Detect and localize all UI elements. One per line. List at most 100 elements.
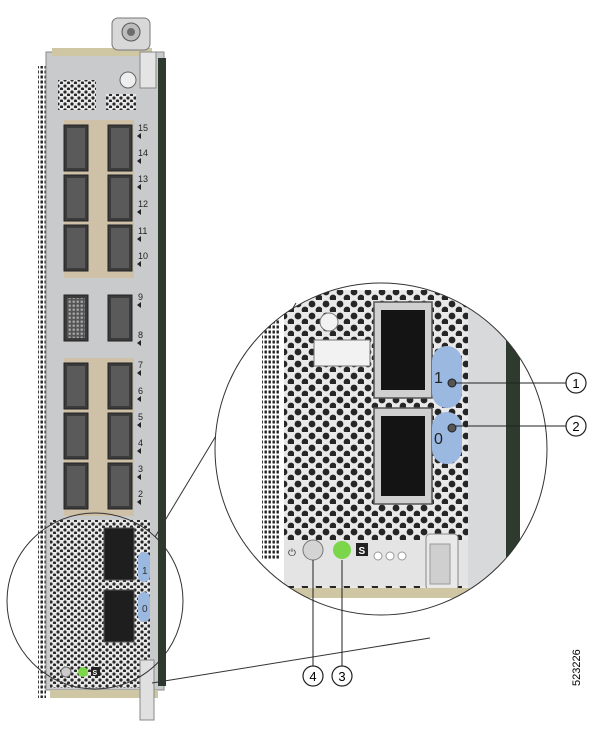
port-cage-6-0: [63, 462, 89, 510]
callout-1-number: 1: [572, 376, 579, 391]
port-indicator-10: [137, 261, 141, 267]
port-0-small-highlight: [138, 592, 150, 622]
port-label-5: 5: [138, 412, 143, 422]
small-port-label-0: 0: [142, 604, 148, 615]
port-label-6: 6: [138, 386, 143, 396]
port-cage-5-0: [63, 412, 89, 460]
port-cage-6-1: [107, 462, 133, 510]
port-cage-1-1: [107, 174, 133, 222]
port-1-led: [447, 378, 457, 388]
callout-3-circle: [331, 665, 353, 687]
vent-strip: [38, 66, 46, 698]
small-s-label: S: [93, 670, 98, 677]
zoom-magnifier-circle: [214, 282, 548, 616]
zoom-dot-c: [397, 551, 407, 561]
zoom-port-1: [381, 310, 425, 390]
port-cage-0-0: [63, 124, 89, 172]
port-cage-2-1: [107, 224, 133, 272]
port-label-3: 3: [138, 464, 143, 474]
callout-3-number: 3: [338, 669, 345, 684]
callout-2-number: 2: [572, 419, 579, 434]
s-label: S: [359, 546, 366, 557]
port-label-13: 13: [138, 174, 148, 184]
port-indicator-4: [137, 448, 141, 454]
zoom-vent-strip: [262, 310, 280, 560]
s-label-bg: [356, 543, 368, 556]
small-status-led: [78, 667, 88, 677]
port-1-highlight: [432, 346, 462, 408]
port-indicator-8: [137, 340, 141, 346]
port-indicator-13: [137, 184, 141, 190]
zoom-latch: [313, 339, 371, 367]
port-indicator-9: [137, 302, 141, 308]
port-indicator-7: [137, 370, 141, 376]
port-cage-2-0: [63, 224, 89, 272]
port-label-2: 2: [138, 489, 143, 499]
port-cage-0-1: [107, 124, 133, 172]
port-label-11: 11: [138, 226, 147, 236]
status-led: [333, 541, 351, 559]
port-indicator-5: [137, 422, 141, 428]
port-indicator-15: [137, 133, 141, 139]
bottom-strip: [50, 690, 158, 698]
port-cage-5-1: [107, 412, 133, 460]
port-1-small: [103, 527, 135, 581]
small-magnifier-circle: [6, 512, 184, 690]
figure-id: 523226: [571, 649, 583, 686]
ejector-bottom: [139, 659, 155, 721]
port-indicator-11: [137, 236, 141, 242]
port-label-9: 9: [138, 292, 143, 302]
port-label-8: 8: [138, 330, 143, 340]
zoom-card-edge: [506, 290, 520, 590]
vent-top-right: [106, 94, 136, 110]
small-beacon-button: [60, 666, 72, 678]
zoom-port-0: [381, 416, 425, 496]
callout-4-number: 4: [309, 669, 316, 684]
callout-2-circle: [565, 415, 587, 437]
zoom-screw: [319, 312, 339, 332]
small-port-label-1: 1: [142, 566, 148, 577]
port-cage-3-1: [107, 294, 133, 342]
port-0-led: [447, 423, 457, 433]
port-indicator-2: [137, 499, 141, 505]
vent-top: [58, 80, 96, 110]
port-cage-1-0: [63, 174, 89, 222]
card-edge: [158, 58, 166, 686]
port-label-4: 4: [138, 438, 143, 448]
port-label-10: 10: [138, 251, 148, 261]
port-cage-4-1: [107, 362, 133, 410]
port-label-14: 14: [138, 148, 148, 158]
port-indicator-14: [137, 158, 141, 164]
zoom-line-bottom: [151, 637, 431, 684]
zoom-view: 1 0 ⏻ S: [215, 283, 547, 615]
callout-4-circle: [302, 665, 324, 687]
port-cage-3-0: [63, 294, 89, 342]
zoom-card-body: [468, 290, 508, 590]
callout-1-circle: [565, 372, 587, 394]
small-s-label-bg: [91, 667, 100, 676]
zoom-dot-b: [385, 551, 395, 561]
port-indicator-6: [137, 396, 141, 402]
port-indicator-3: [137, 474, 141, 480]
beacon-button: [302, 539, 324, 561]
port-label-7: 7: [138, 360, 143, 370]
callouts: 1 2 3 4: [302, 372, 587, 687]
zoom-port-label-0: 0: [434, 431, 443, 448]
port-label-15: 15: [138, 123, 148, 133]
zoom-port-label-1: 1: [434, 370, 443, 387]
port-array: [63, 120, 134, 516]
zoom-ejector-inner: [429, 543, 451, 585]
zoom-bottom-strip: [276, 588, 470, 598]
zoom-dot-a: [373, 551, 383, 561]
vent-bottom: [50, 520, 150, 688]
top-strip: [52, 48, 152, 56]
port-cage-4-0: [63, 362, 89, 410]
beacon-icon: ⏻: [288, 548, 296, 559]
port-0-small: [103, 589, 135, 643]
port-1-small-highlight: [138, 552, 150, 582]
ejector-top: [111, 17, 157, 89]
